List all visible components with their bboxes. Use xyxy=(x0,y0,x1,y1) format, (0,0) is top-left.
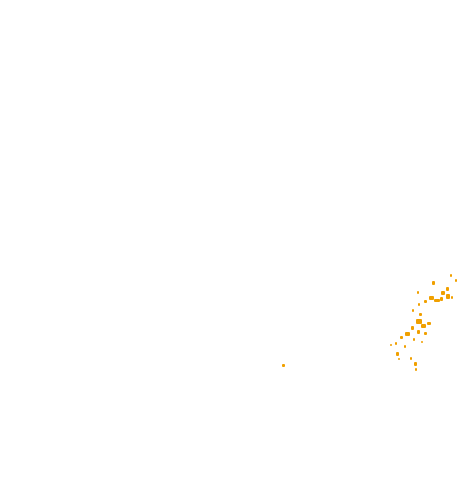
island-feature xyxy=(446,294,450,299)
island-feature xyxy=(405,332,410,336)
island-feature xyxy=(417,291,419,294)
island-feature xyxy=(410,357,412,360)
island-feature xyxy=(432,281,435,285)
island-feature xyxy=(441,291,445,295)
island-feature xyxy=(413,338,415,341)
island-feature xyxy=(421,341,423,343)
island-feature xyxy=(415,368,417,371)
island-feature xyxy=(451,296,453,299)
island-feature xyxy=(412,309,414,312)
island-feature xyxy=(390,344,392,346)
highlighted-islands-layer xyxy=(282,274,457,371)
island-feature xyxy=(424,300,427,303)
island-feature xyxy=(434,299,440,302)
island-feature xyxy=(404,345,406,348)
island-feature xyxy=(421,324,426,328)
island-feature xyxy=(446,287,449,291)
island-feature xyxy=(416,319,422,324)
island-feature xyxy=(396,352,399,356)
island-feature xyxy=(400,336,403,339)
island-feature xyxy=(417,330,420,334)
island-feature xyxy=(395,342,397,345)
island-feature xyxy=(282,364,285,367)
island-feature xyxy=(418,303,420,306)
island-feature xyxy=(429,296,434,300)
island-feature xyxy=(427,322,431,325)
island-feature xyxy=(455,279,457,282)
island-feature xyxy=(450,274,452,277)
island-feature xyxy=(424,332,427,335)
island-feature xyxy=(419,313,422,316)
island-feature xyxy=(440,297,443,301)
island-feature xyxy=(398,358,400,360)
island-feature xyxy=(414,362,417,366)
island-feature xyxy=(411,326,414,330)
